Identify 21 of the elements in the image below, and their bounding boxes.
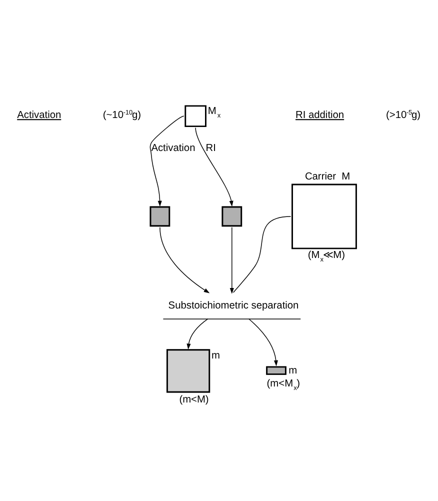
node-label: (M$_{x}$≪M) [308, 250, 345, 264]
label: RI addition [296, 110, 344, 121]
arrow [160, 226, 210, 293]
arrow [248, 318, 278, 366]
arrow [186, 318, 208, 349]
connector [232, 216, 292, 292]
label: (>10$^{-5}$g) [386, 109, 420, 121]
node-label: Carrier M [304, 171, 350, 182]
node-label: (m<M$_{x}$) [266, 378, 300, 392]
node-label: M$_{x}$ [208, 106, 221, 120]
arrow [195, 126, 234, 206]
label: (~10$^{-10}$g) [102, 109, 141, 121]
arrow [150, 115, 184, 206]
edge-label: Activation [151, 142, 196, 154]
arrow [230, 226, 234, 294]
node-label: m [288, 364, 298, 376]
label: Activation [17, 110, 62, 121]
node-label: (m<M) [179, 394, 209, 405]
node-text: Substoichiometric separation [168, 300, 299, 312]
edge-label: RI [206, 142, 216, 154]
node-label: m [212, 350, 220, 362]
